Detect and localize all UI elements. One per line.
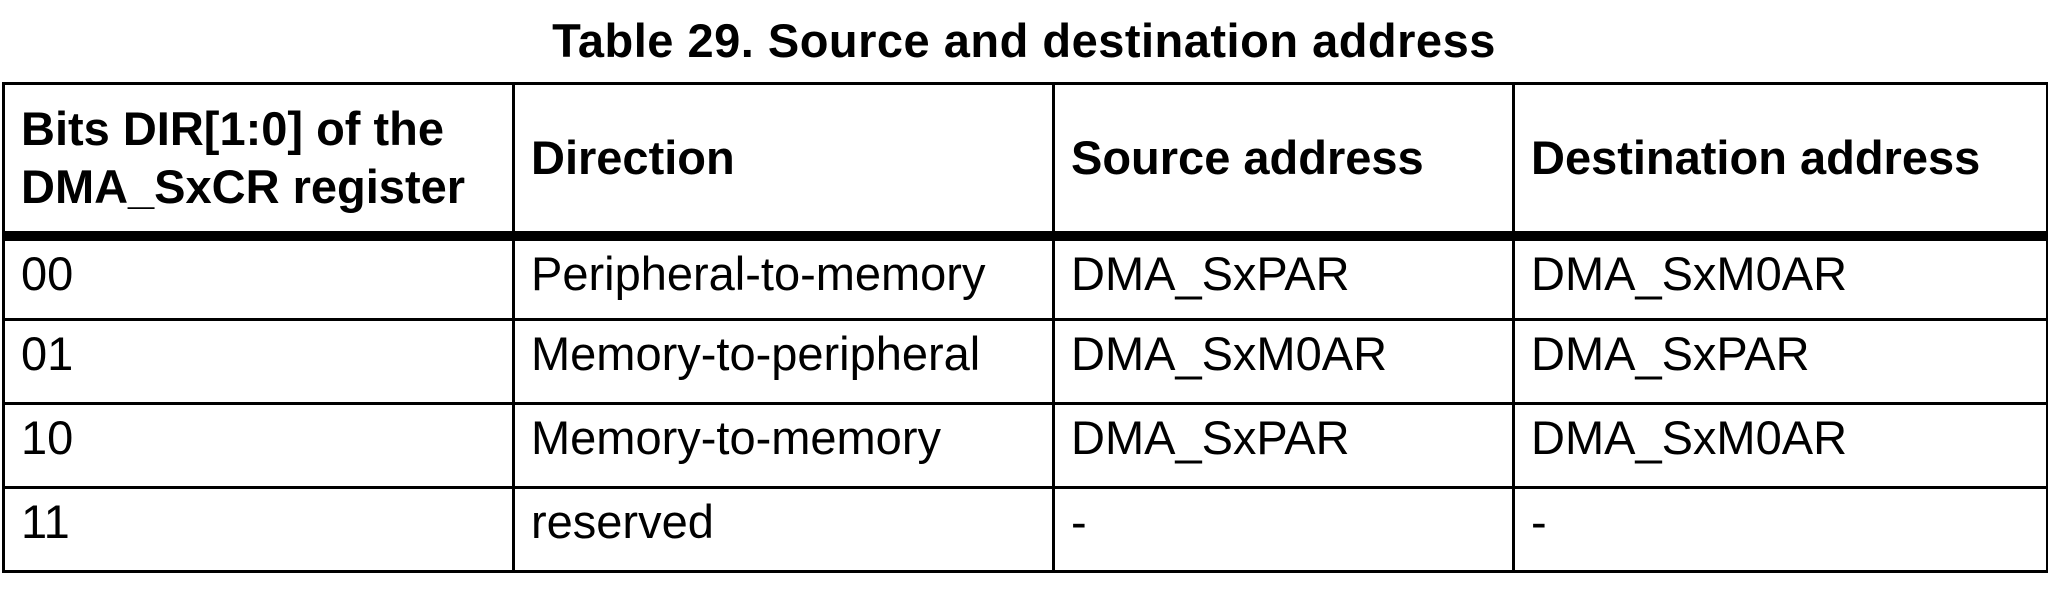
column-header-source-address: Source address (1052, 82, 1515, 241)
cell-destination-address: DMA_SxM0AR (1512, 234, 2048, 321)
column-header-dir-bits: Bits DIR[1:0] of the DMA_SxCR register (2, 82, 515, 241)
cell-source-address: DMA_SxPAR (1052, 234, 1515, 321)
cell-direction: Peripheral-to-memory (512, 234, 1055, 321)
table-row-dir-11: 11 reserved - - (2, 486, 2048, 573)
cell-dir-bits: 00 (2, 234, 515, 321)
cell-direction: Memory-to-peripheral (512, 318, 1055, 405)
cell-destination-address: DMA_SxPAR (1512, 318, 2048, 405)
cell-dir-bits: 11 (2, 486, 515, 573)
cell-destination-address: DMA_SxM0AR (1512, 402, 2048, 489)
column-header-direction: Direction (512, 82, 1055, 241)
source-destination-table: Bits DIR[1:0] of the DMA_SxCR register D… (2, 82, 2048, 573)
header-row: Bits DIR[1:0] of the DMA_SxCR register D… (2, 82, 2048, 241)
cell-source-address: DMA_SxPAR (1052, 402, 1515, 489)
cell-source-address: - (1052, 486, 1515, 573)
table-caption: Table 29. Source and destination address (552, 14, 1496, 67)
cell-dir-bits: 10 (2, 402, 515, 489)
table-row-dir-10: 10 Memory-to-memory DMA_SxPAR DMA_SxM0AR (2, 402, 2048, 489)
cell-direction: Memory-to-memory (512, 402, 1055, 489)
cell-direction: reserved (512, 486, 1055, 573)
cell-destination-address: - (1512, 486, 2048, 573)
table-row-dir-00: 00 Peripheral-to-memory DMA_SxPAR DMA_Sx… (2, 234, 2048, 321)
column-header-destination-address: Destination address (1512, 82, 2048, 241)
cell-dir-bits: 01 (2, 318, 515, 405)
cell-source-address: DMA_SxM0AR (1052, 318, 1515, 405)
table-row-dir-01: 01 Memory-to-peripheral DMA_SxM0AR DMA_S… (2, 318, 2048, 405)
